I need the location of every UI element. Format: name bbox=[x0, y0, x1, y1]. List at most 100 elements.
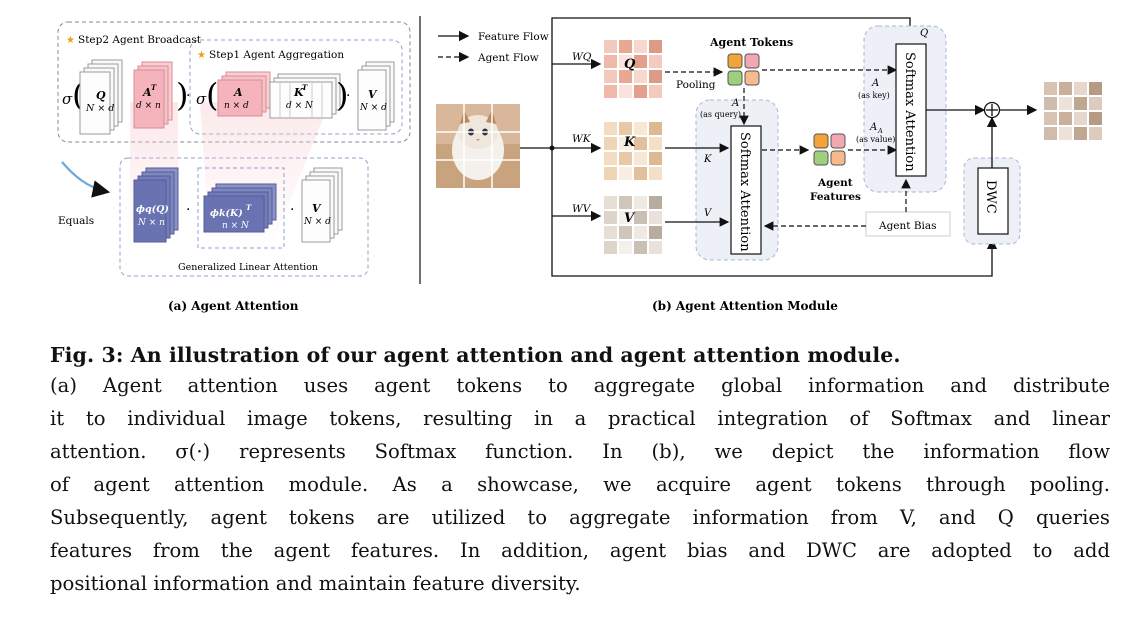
a-matrix-stack bbox=[217, 71, 271, 117]
grid-cell bbox=[619, 122, 632, 135]
grid-cell bbox=[649, 85, 662, 98]
grid-cell bbox=[619, 40, 632, 53]
softmax1-label: Softmax Attention bbox=[737, 132, 752, 252]
grid-cell bbox=[619, 55, 632, 68]
generalized-label: Generalized Linear Attention bbox=[178, 262, 318, 273]
sigma-symbol: σ bbox=[62, 90, 73, 108]
at-dim: d × n bbox=[136, 101, 161, 111]
phik-dim: n × N bbox=[222, 221, 250, 231]
phiq-label: ϕq(Q) bbox=[136, 204, 169, 215]
v-label-a: V bbox=[368, 88, 378, 101]
grid-cell bbox=[604, 85, 617, 98]
q-top-label: Q bbox=[920, 28, 928, 39]
phik-label: ϕk(K) bbox=[210, 208, 243, 219]
grid-cell bbox=[619, 241, 632, 254]
caption-line: positional information and maintain feat… bbox=[50, 572, 581, 595]
grid-cell bbox=[619, 70, 632, 83]
sigma-symbol-inner: σ bbox=[196, 90, 207, 108]
caption-line: attention. σ(·) represents Softmax funct… bbox=[50, 440, 1110, 463]
grid-cell bbox=[1044, 82, 1057, 95]
grid-cell bbox=[649, 137, 662, 150]
at-matrix-stack bbox=[133, 61, 173, 129]
legend-feature-label: Feature Flow bbox=[478, 31, 549, 43]
grid-cell bbox=[634, 70, 647, 83]
dot-3: · bbox=[186, 202, 190, 218]
dwc-label: DWC bbox=[983, 180, 998, 214]
input-cat-image bbox=[436, 104, 520, 188]
grid-cell bbox=[604, 55, 617, 68]
output-feature-grid bbox=[1044, 82, 1102, 140]
caption-title: Fig. 3: An illustration of our agent att… bbox=[50, 343, 901, 367]
a-dim: n × d bbox=[224, 101, 249, 111]
aa-value-label: A bbox=[869, 122, 877, 133]
grid-cell bbox=[634, 226, 647, 239]
phiq-matrix-stack bbox=[133, 167, 179, 243]
grid-cell bbox=[1059, 112, 1072, 125]
grid-cell bbox=[634, 122, 647, 135]
as-value-label: (as value) bbox=[856, 135, 895, 144]
phiq-dim: N × n bbox=[137, 218, 165, 228]
grid-cell bbox=[1074, 127, 1087, 140]
phik-box bbox=[197, 167, 285, 249]
k-arrow-label: K bbox=[703, 154, 712, 165]
agent-features-label-1: Agent bbox=[817, 177, 853, 189]
grid-cell bbox=[619, 85, 632, 98]
grid-cell bbox=[1059, 97, 1072, 110]
figure-caption: Fig. 3: An illustration of our agent att… bbox=[50, 343, 1110, 600]
equals-label: Equals bbox=[58, 215, 94, 227]
grid-cell bbox=[634, 40, 647, 53]
grid-cell bbox=[1044, 127, 1057, 140]
agent-tokens-label: Agent Tokens bbox=[709, 36, 793, 49]
grid-cell bbox=[1089, 112, 1102, 125]
a-key-label: A bbox=[871, 78, 879, 89]
grid-cell bbox=[1074, 97, 1087, 110]
softmax2-box bbox=[895, 43, 927, 177]
step1-star-icon: ★ bbox=[197, 50, 206, 61]
panel-a-label: (a) Agent Attention bbox=[168, 299, 299, 313]
grid-cell bbox=[604, 152, 617, 165]
aa-value-sub: A bbox=[877, 127, 883, 135]
panel-b-label: (b) Agent Attention Module bbox=[652, 299, 838, 313]
wq-label: WQ bbox=[572, 51, 592, 63]
paren-close-inner: ) bbox=[336, 76, 348, 114]
caption-line: Subsequently, agent tokens are utilized … bbox=[50, 506, 1110, 529]
q-dim-a: N × d bbox=[85, 103, 114, 114]
v-matrix-stack-lower bbox=[301, 167, 343, 243]
grid-cell bbox=[634, 55, 647, 68]
figure-diagram: ★ Step2 Agent Broadcast ★ Step1 Agent Ag… bbox=[57, 16, 1102, 313]
v-label-lower: V bbox=[312, 202, 322, 215]
dot-4: · bbox=[290, 202, 294, 218]
grid-cell bbox=[1074, 112, 1087, 125]
grid-cell bbox=[634, 211, 647, 224]
k-feature-grid bbox=[604, 122, 662, 180]
agent-bias-box bbox=[865, 211, 951, 237]
v-dim-a: N × d bbox=[359, 103, 387, 113]
grid-cell bbox=[649, 241, 662, 254]
grid-cell bbox=[1044, 112, 1057, 125]
grid-cell bbox=[649, 196, 662, 209]
agent-tokens bbox=[727, 53, 760, 86]
v-matrix-stack-a bbox=[357, 61, 395, 131]
grid-cell bbox=[619, 167, 632, 180]
dwc-box bbox=[977, 167, 1009, 235]
grid-cell bbox=[604, 70, 617, 83]
grid-cell bbox=[604, 196, 617, 209]
caption-line: it to individual image tokens, resulting… bbox=[50, 407, 1110, 430]
softmax1-box bbox=[730, 125, 762, 255]
grid-cell bbox=[604, 167, 617, 180]
v-arrow-label: V bbox=[704, 208, 713, 219]
q-matrix-stack bbox=[79, 59, 123, 135]
agent-features bbox=[813, 133, 846, 166]
grid-cell bbox=[649, 40, 662, 53]
v-dim-lower: N × d bbox=[303, 217, 331, 227]
grid-cell bbox=[1059, 127, 1072, 140]
step1-label: Step1 Agent Aggregation bbox=[209, 49, 344, 61]
step2-star-icon: ★ bbox=[66, 35, 75, 46]
agent-bias-label: Agent Bias bbox=[878, 220, 937, 232]
grid-cell bbox=[604, 226, 617, 239]
q-feature-grid bbox=[604, 40, 662, 98]
phik-matrix-stack bbox=[203, 183, 277, 233]
as-query-label: (as query) bbox=[700, 110, 741, 119]
dot-2: · bbox=[346, 88, 350, 104]
phik-sup: T bbox=[246, 203, 252, 212]
